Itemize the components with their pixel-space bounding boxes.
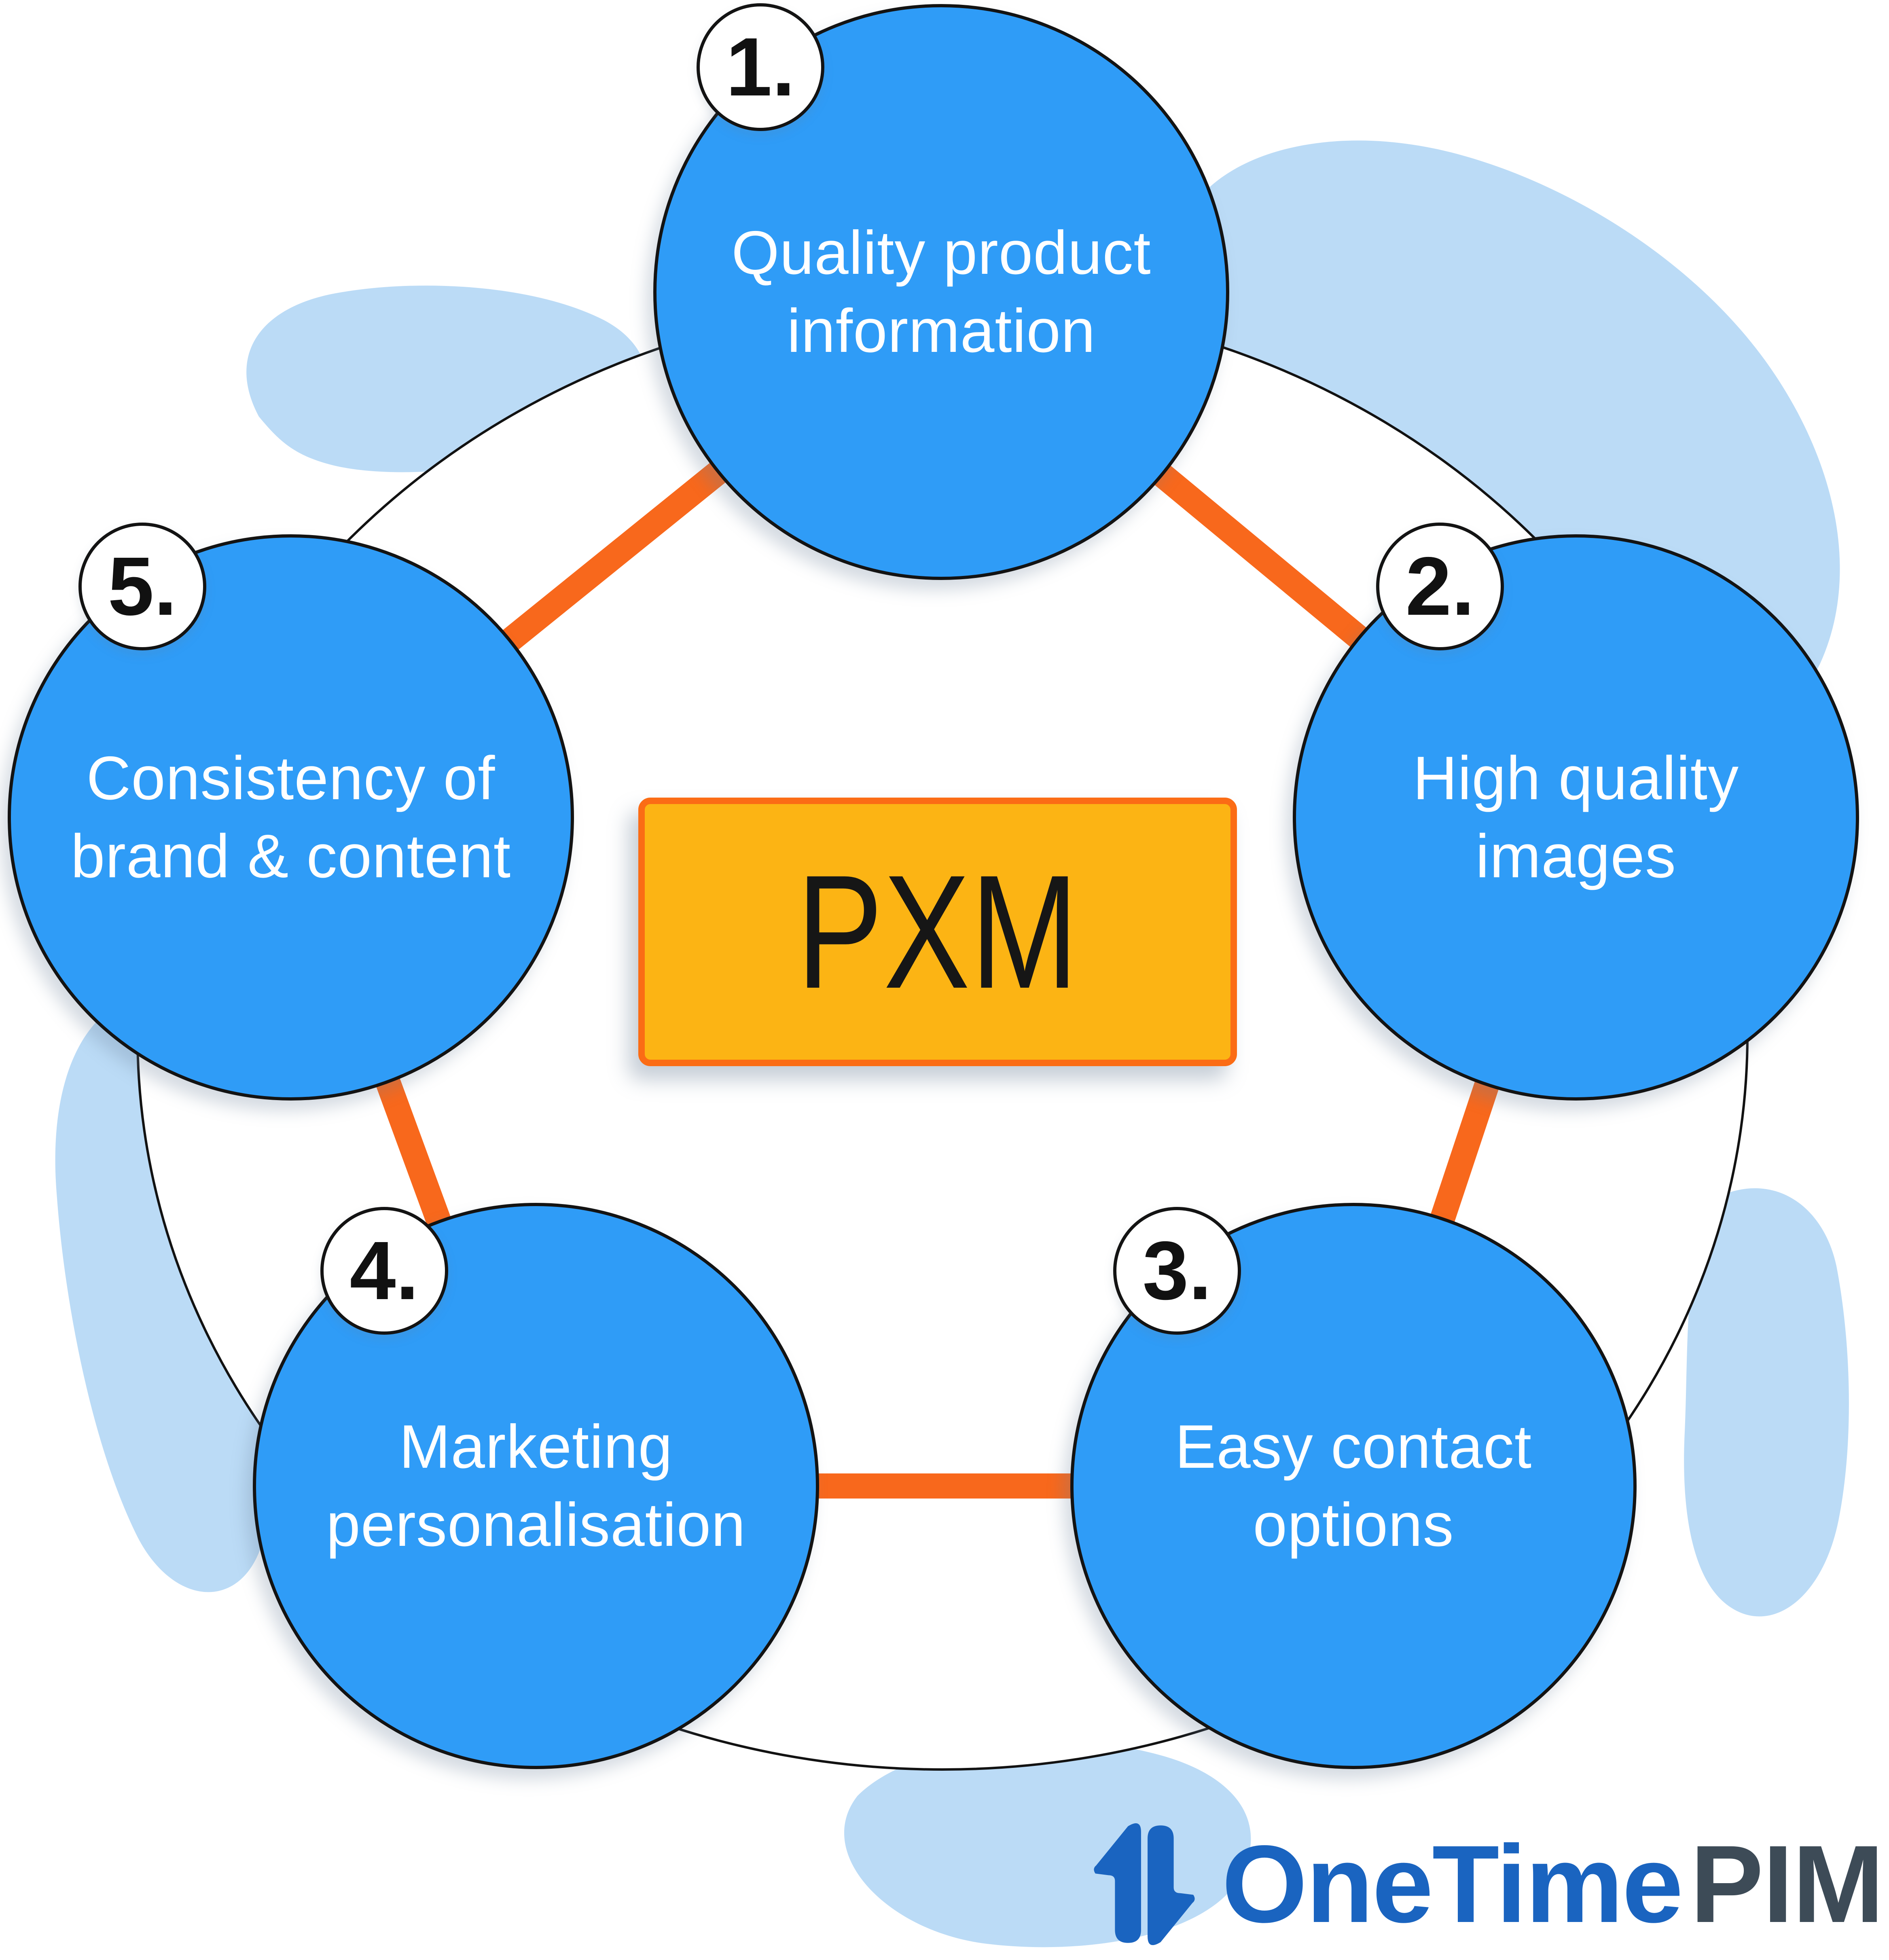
- onetime-logo-icon: [1093, 1823, 1195, 1945]
- node-label-5: Consistency of brand & content: [70, 743, 511, 891]
- number-badge-5: 5.: [78, 523, 206, 650]
- node-label-3: Easy contact options: [1175, 1412, 1532, 1559]
- node-label-2: High quality images: [1413, 743, 1739, 891]
- pxm-center-box: PXM: [638, 798, 1237, 1066]
- number-badge-2: 2.: [1376, 523, 1504, 650]
- number-badge-3: 3.: [1113, 1207, 1241, 1335]
- number-badge-1: 1.: [697, 3, 824, 131]
- number-badge-4: 4.: [320, 1207, 448, 1335]
- background-blob-right: [1684, 1188, 1849, 1617]
- node-circle-3: Easy contact options: [1070, 1203, 1637, 1769]
- node-circle-2: High quality images: [1293, 534, 1859, 1101]
- node-label-1: Quality product information: [731, 218, 1151, 365]
- onetime-pim-logo: OneTime PIM: [1092, 1812, 1884, 1956]
- logo-text-onetime: OneTime: [1222, 1822, 1684, 1945]
- logo-text-pim: PIM: [1690, 1822, 1884, 1945]
- pxm-label: PXM: [796, 841, 1079, 1022]
- node-label-4: Marketing personalisation: [326, 1412, 746, 1559]
